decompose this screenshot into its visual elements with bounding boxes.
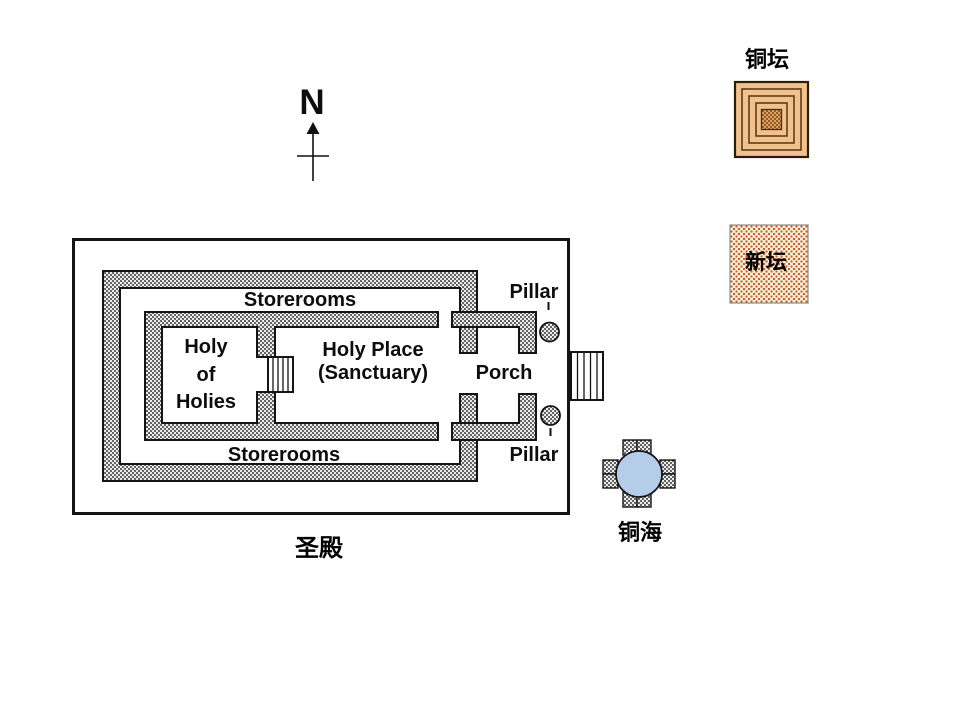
- bronze-sea-label: 铜海: [618, 520, 662, 545]
- temple-caption: 圣殿: [295, 535, 344, 562]
- pillar-top-label: Pillar: [510, 281, 559, 303]
- new-altar-label: 新坛: [745, 250, 787, 274]
- inner-wall: [144, 311, 439, 441]
- porch-label: Porch: [476, 362, 533, 384]
- svg-text:of: of: [197, 364, 216, 386]
- holy-place-label: Holy Place: [322, 339, 423, 361]
- outer-wall: [102, 270, 478, 482]
- svg-text:Holy: Holy: [184, 336, 228, 358]
- svg-text:Holies: Holies: [176, 391, 236, 413]
- storerooms-bottom-label: Storerooms: [228, 444, 340, 466]
- holy-of-holies-label: Holy of Holies: [176, 336, 236, 413]
- bronze-altar-label: 铜坛: [745, 47, 789, 72]
- sanctuary-label: (Sanctuary): [318, 362, 428, 384]
- storerooms-top-label: Storerooms: [244, 289, 356, 311]
- porch-wall-top: [451, 311, 537, 354]
- bronze-sea-icon: [602, 439, 676, 508]
- pillar-bottom-icon: [540, 405, 561, 426]
- pillar-bottom-label: Pillar: [510, 444, 559, 466]
- porch-wall-bottom: [451, 393, 537, 441]
- pillar-top-icon: [539, 321, 560, 343]
- north-label: N: [299, 83, 324, 122]
- bronze-altar-hearth: [760, 108, 783, 131]
- entrance-steps-icon: [570, 351, 604, 401]
- north-arrow-icon: [297, 122, 329, 181]
- north-compass: N: [297, 83, 329, 181]
- bronze-altar-icon: [733, 80, 810, 159]
- new-altar-icon: 新坛: [729, 224, 809, 304]
- bronze-sea-basin: [615, 450, 663, 498]
- sanctuary-steps-icon: [267, 356, 294, 393]
